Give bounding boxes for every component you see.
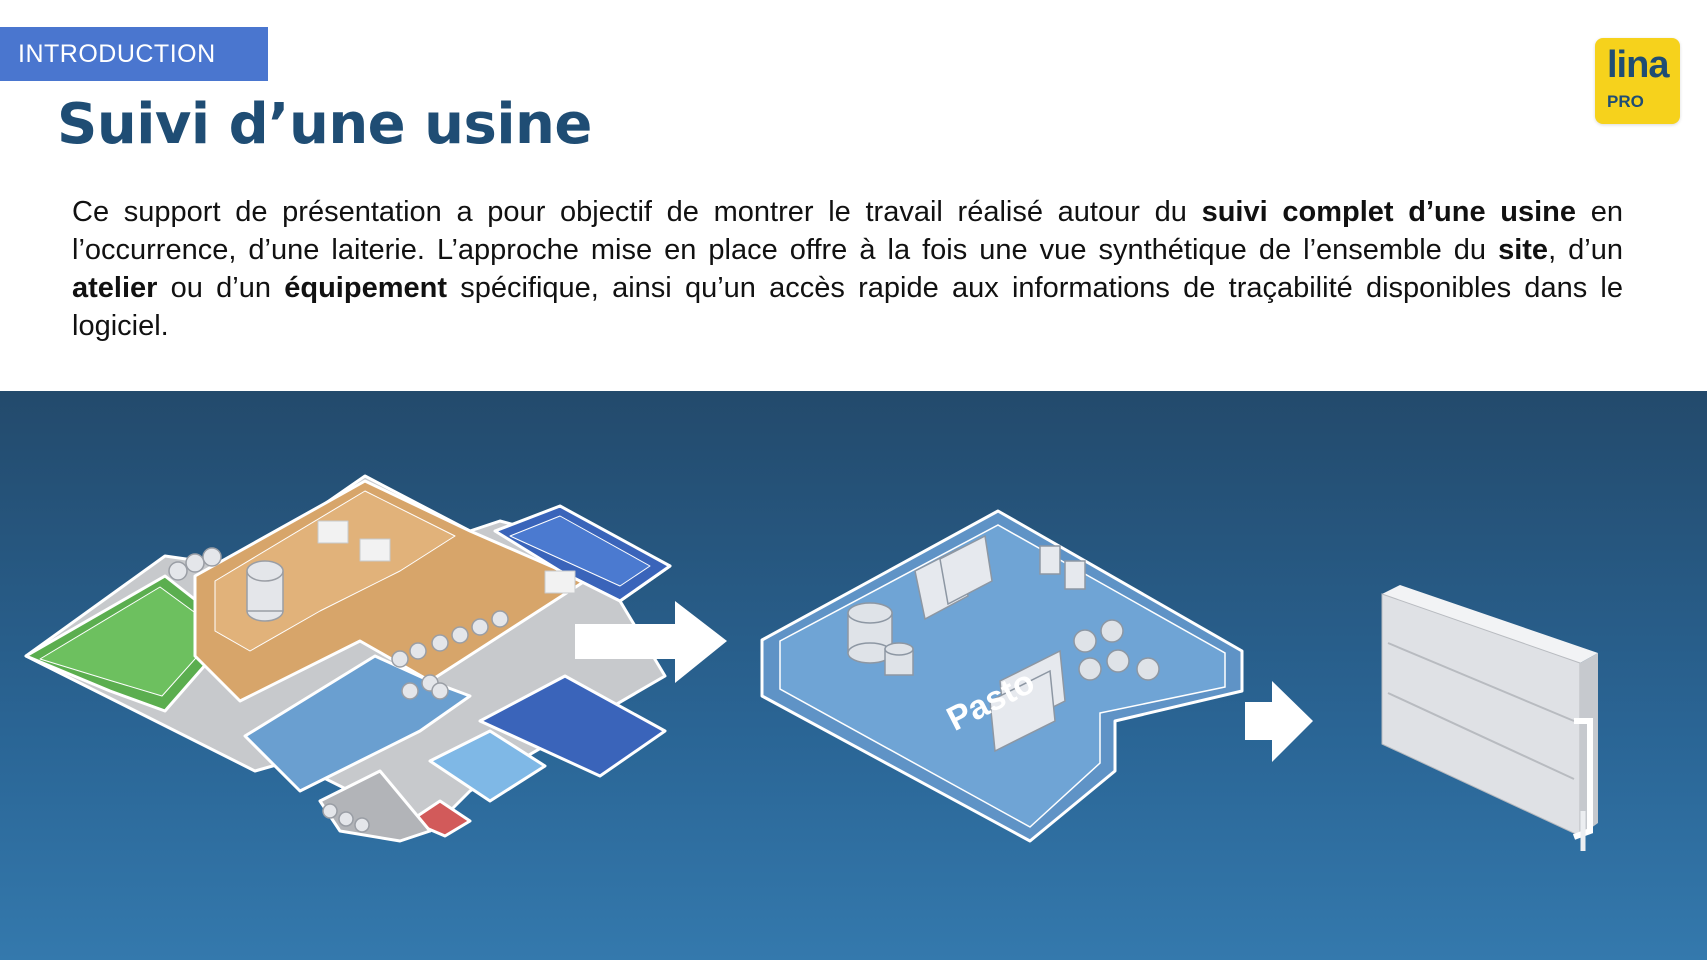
arrow-right-icon bbox=[575, 601, 727, 683]
intro-text: ou d’un bbox=[157, 272, 285, 304]
lina-pro-logo: lina PRO bbox=[1595, 38, 1680, 124]
intro-bold-site: site bbox=[1498, 234, 1549, 266]
intro-bold-atelier: atelier bbox=[72, 272, 158, 304]
intro-text: spécifique, ainsi qu’un accès rapide aux… bbox=[72, 272, 1623, 342]
logo-text-pro: PRO bbox=[1607, 92, 1644, 111]
intro-text: en l’occurrence, d’une laiterie. L’appro… bbox=[72, 196, 1623, 266]
plant-site-view bbox=[24, 474, 672, 843]
intro-bold-usine: suivi complet d’une usine bbox=[1201, 196, 1577, 228]
intro-paragraph: Ce support de présentation a pour object… bbox=[72, 193, 1623, 345]
plant-illustration: Pasto bbox=[24, 474, 1598, 851]
illustration-panel: Pasto bbox=[0, 391, 1707, 960]
section-tag: INTRODUCTION bbox=[0, 27, 268, 81]
intro-bold-equipement: équipement bbox=[284, 272, 447, 304]
equipment-view bbox=[1381, 585, 1598, 851]
page-title: Suivi d’une usine bbox=[57, 92, 592, 157]
arrow-right-icon bbox=[1245, 681, 1313, 762]
intro-text: Ce support de présentation a pour object… bbox=[72, 196, 1202, 228]
intro-text: , d’un bbox=[1548, 234, 1623, 266]
logo-text-lina: lina bbox=[1607, 44, 1669, 86]
workshop-view: Pasto bbox=[760, 509, 1244, 843]
